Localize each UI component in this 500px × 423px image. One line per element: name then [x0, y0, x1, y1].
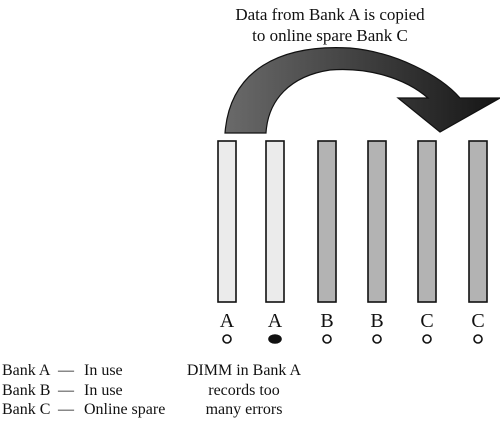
status-led-icon: [222, 334, 232, 344]
slot-bank-label: A: [220, 310, 235, 332]
dimm-slot-4: [367, 140, 387, 303]
slot-bank-label: B: [370, 310, 383, 332]
copy-arrow: [224, 47, 500, 134]
dimm-slot-1: [217, 140, 237, 303]
error-note: DIMM in Bank A records too many errors: [185, 361, 303, 420]
legend-dash: —: [58, 362, 74, 379]
dimm-slot-6: [468, 140, 488, 303]
slot-bank-label: A: [268, 310, 283, 332]
dimm-slot-2: [265, 140, 285, 303]
bank-legend: Bank A — In use Bank B — In use Bank C —…: [2, 361, 165, 420]
status-led-icon: [322, 334, 332, 344]
dimm-slot-3: [317, 140, 337, 303]
legend-row-bank-a: Bank A — In use: [2, 361, 165, 381]
note-line-2: records too: [208, 381, 280, 399]
legend-bank-label: Bank C: [2, 401, 51, 418]
legend-dash: —: [58, 381, 74, 399]
legend-status: In use: [84, 381, 123, 399]
legend-status: In use: [84, 362, 123, 379]
legend-bank-label: Bank B: [2, 381, 51, 399]
legend-bank-label: Bank A: [2, 362, 51, 379]
legend-row-bank-c: Bank C — Online spare: [2, 400, 165, 420]
legend-row-bank-b: Bank B — In use: [2, 381, 165, 401]
note-line-1: DIMM in Bank A: [186, 362, 302, 379]
slot-bank-label: B: [320, 310, 333, 332]
status-led-icon: [372, 334, 382, 344]
note-line-3: many errors: [205, 401, 283, 418]
status-led-icon: [473, 334, 483, 344]
caption-line-1: Data from Bank A is copied: [235, 5, 425, 24]
legend-dash: —: [58, 401, 74, 418]
legend-status: Online spare: [84, 401, 166, 418]
caption-line-2: to online spare Bank C: [252, 26, 408, 45]
copy-caption: Data from Bank A is copied to online spa…: [215, 4, 445, 46]
error-led-icon: [268, 334, 282, 344]
status-led-icon: [422, 334, 432, 344]
slot-bank-label: C: [471, 310, 484, 332]
dimm-slot-5: [417, 140, 437, 303]
slot-bank-label: C: [420, 310, 433, 332]
